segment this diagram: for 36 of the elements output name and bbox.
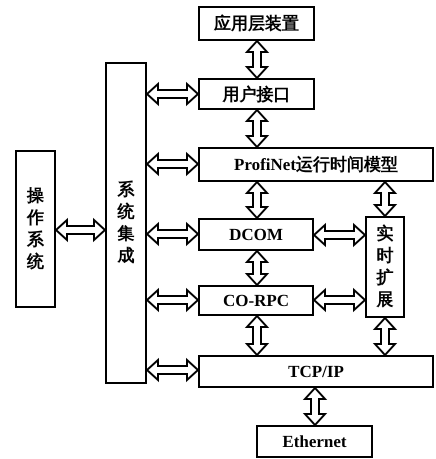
box-label: ProfiNet运行时间模型	[234, 154, 398, 176]
double-arrow	[244, 250, 270, 286]
double-arrow	[54, 218, 106, 242]
double-arrow	[146, 152, 200, 176]
process-box	[198, 147, 434, 182]
process-box	[15, 150, 56, 308]
process-box	[256, 425, 373, 458]
double-arrow	[312, 288, 366, 312]
process-box	[198, 78, 315, 110]
box-label: 系统集成	[118, 178, 134, 268]
double-arrow	[146, 222, 200, 246]
double-arrow	[372, 316, 398, 356]
process-box	[198, 355, 434, 388]
box-label: TCP/IP	[288, 362, 344, 382]
box-label: CO-RPC	[222, 290, 290, 310]
process-box	[198, 218, 314, 251]
process-box	[365, 216, 405, 318]
double-arrow	[146, 358, 200, 382]
double-arrow	[372, 180, 398, 218]
double-arrow	[244, 314, 270, 356]
process-box	[198, 6, 315, 41]
process-box	[105, 62, 147, 384]
box-label: Ethernet	[282, 432, 347, 452]
box-label: DCOM	[229, 224, 283, 244]
double-arrow	[312, 222, 366, 248]
double-arrow	[244, 40, 270, 80]
double-arrow	[302, 386, 328, 426]
box-label: 实时扩展	[376, 222, 394, 312]
double-arrow	[146, 82, 200, 106]
double-arrow	[146, 288, 200, 312]
double-arrow	[244, 180, 270, 220]
box-label: 用户接口	[222, 84, 290, 106]
double-arrow	[244, 108, 270, 148]
box-label: 应用层装置	[214, 13, 299, 35]
process-box	[198, 285, 314, 316]
box-label: 操作系统	[27, 184, 44, 274]
